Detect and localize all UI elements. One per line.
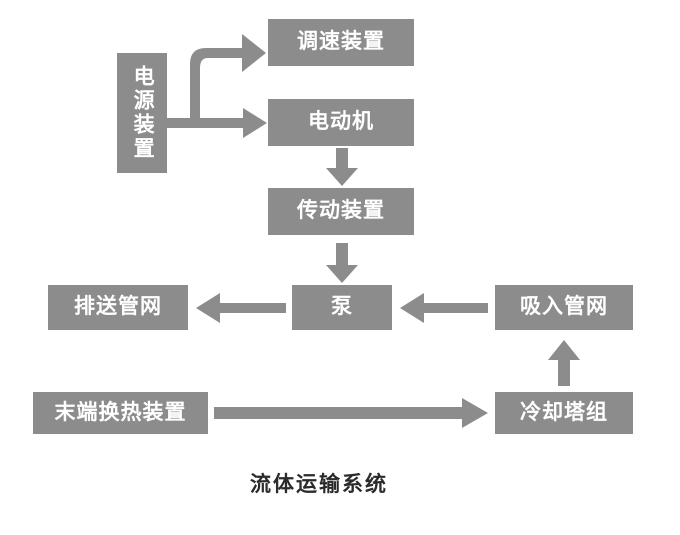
arrow-power-to-motor [167, 108, 268, 138]
node-terminal-label: 末端换热装置 [54, 400, 187, 424]
node-transmission-label: 传动装置 [297, 199, 385, 223]
arrow-cooling-to-suction [548, 340, 580, 386]
node-terminal: 末端换热装置 [33, 392, 208, 434]
arrow-terminal-to-cooling [214, 398, 488, 428]
node-transmission: 传动装置 [268, 188, 414, 235]
node-pump-label: 泵 [331, 295, 353, 319]
node-power-label: 电源装置 [131, 65, 155, 161]
node-motor-label: 电动机 [308, 110, 374, 134]
node-suction: 吸入管网 [495, 285, 633, 330]
arrow-transmission-to-pump [326, 243, 358, 283]
node-speed-label: 调速装置 [297, 30, 385, 54]
node-speed: 调速装置 [268, 19, 414, 66]
diagram-title: 流体运输系统 [250, 471, 388, 496]
arrow-power-to-speed [172, 26, 268, 121]
node-motor: 电动机 [268, 99, 414, 146]
node-cooling-label: 冷却塔组 [520, 400, 608, 424]
node-discharge: 排送管网 [48, 285, 188, 330]
node-cooling: 冷却塔组 [495, 392, 633, 434]
arrow-pump-to-discharge [196, 293, 286, 323]
node-suction-label: 吸入管网 [520, 295, 608, 319]
node-power: 电源装置 [117, 53, 167, 173]
node-pump: 泵 [292, 285, 392, 330]
arrow-motor-to-transmission [326, 148, 358, 186]
node-discharge-label: 排送管网 [74, 295, 162, 319]
arrow-suction-to-pump [400, 293, 488, 323]
